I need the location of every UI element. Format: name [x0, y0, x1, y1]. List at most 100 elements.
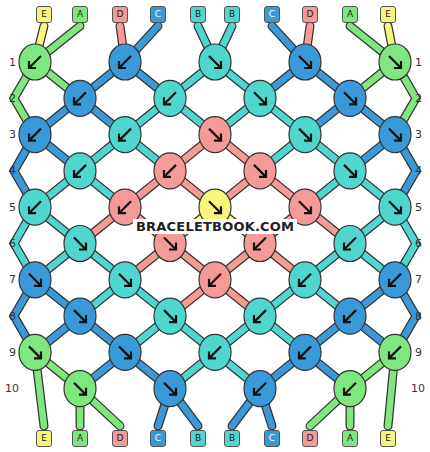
- knot-arrow: [79, 388, 86, 395]
- knot-arrow: [119, 206, 126, 213]
- knot: [289, 262, 321, 298]
- knot: [109, 44, 141, 80]
- knot-arrow: [169, 243, 176, 250]
- knot: [19, 44, 51, 80]
- string-letter: E: [36, 6, 52, 23]
- knot: [379, 117, 411, 153]
- string-letter: A: [72, 430, 88, 447]
- knot-arrow: [74, 310, 86, 322]
- knot-arrow: [119, 134, 126, 141]
- knot-arrow: [254, 243, 261, 250]
- knot-arrow: [164, 97, 171, 104]
- knot-arrow: [169, 315, 176, 322]
- knot-arrow: [344, 315, 351, 322]
- knot: [199, 334, 231, 370]
- knot-arrow: [259, 97, 266, 104]
- knot-arrow: [394, 61, 401, 68]
- knot: [244, 80, 276, 116]
- row-number: 3: [415, 129, 422, 140]
- knot: [289, 44, 321, 80]
- knot: [154, 153, 186, 189]
- knot-arrow: [344, 388, 351, 395]
- knot-arrow: [209, 346, 221, 358]
- knot-arrow: [124, 351, 131, 358]
- knot: [64, 298, 96, 334]
- knot-arrow: [29, 134, 36, 141]
- knot-arrow: [214, 134, 221, 141]
- knot: [289, 117, 321, 153]
- knot-arrow: [209, 129, 221, 141]
- knot-arrow: [124, 279, 131, 286]
- string-letter: E: [380, 430, 396, 447]
- string-letter: D: [112, 6, 128, 23]
- knot: [379, 44, 411, 80]
- string-letter: A: [342, 6, 358, 23]
- string-letter: C: [150, 6, 166, 23]
- string-letter: A: [342, 430, 358, 447]
- knot: [334, 226, 366, 262]
- knot: [334, 80, 366, 116]
- thread: [310, 389, 350, 426]
- knot-arrow: [209, 351, 216, 358]
- knot: [379, 334, 411, 370]
- row-number: 5: [9, 202, 16, 213]
- knot-arrow: [209, 274, 221, 286]
- string-letter: D: [112, 430, 128, 447]
- knot-arrow: [29, 129, 41, 141]
- knot: [244, 298, 276, 334]
- knot-arrow: [119, 274, 131, 286]
- knot: [19, 189, 51, 225]
- knot: [154, 371, 186, 407]
- row-number: 6: [415, 238, 422, 249]
- knot-arrow: [119, 61, 126, 68]
- knot: [154, 80, 186, 116]
- string-letter: B: [190, 6, 206, 23]
- knot: [154, 298, 186, 334]
- knot-arrow: [344, 310, 356, 322]
- knot-arrow: [29, 201, 41, 213]
- knot: [244, 153, 276, 189]
- knot-arrow: [79, 243, 86, 250]
- watermark: BRACELETBOOK.COM: [133, 219, 297, 234]
- row-number: 9: [415, 347, 422, 358]
- knot-arrow: [119, 201, 131, 213]
- knot-arrow: [29, 274, 41, 286]
- knot: [109, 334, 141, 370]
- knot-arrow: [299, 129, 311, 141]
- string-letter: A: [72, 6, 88, 23]
- string-letter: C: [150, 430, 166, 447]
- knot-arrow: [209, 279, 216, 286]
- knot: [19, 262, 51, 298]
- row-number: 10: [411, 383, 425, 394]
- string-letter: B: [224, 6, 240, 23]
- knot-arrow: [394, 134, 401, 141]
- thread-outline: [80, 389, 120, 426]
- knot-arrow: [169, 388, 176, 395]
- row-number: 9: [9, 347, 16, 358]
- row-number: 2: [415, 93, 422, 104]
- knot-arrow: [29, 206, 36, 213]
- string-letter: E: [380, 6, 396, 23]
- knot-arrow: [164, 165, 176, 177]
- string-letter: B: [190, 430, 206, 447]
- knot-arrow: [254, 388, 261, 395]
- knot: [64, 371, 96, 407]
- knot-arrow: [209, 201, 221, 213]
- knot-arrow: [209, 56, 221, 68]
- knot-arrow: [344, 238, 356, 250]
- knot: [109, 262, 141, 298]
- knot-arrow: [344, 383, 356, 395]
- row-number: 7: [9, 274, 16, 285]
- knot: [199, 44, 231, 80]
- knot: [244, 371, 276, 407]
- knot-arrow: [254, 315, 261, 322]
- row-number: 4: [9, 165, 16, 176]
- knot-arrow: [349, 97, 356, 104]
- row-number: 10: [5, 383, 19, 394]
- knot-arrow: [299, 201, 311, 213]
- knot-arrow: [254, 165, 266, 177]
- knot: [289, 334, 321, 370]
- knot-arrow: [164, 238, 176, 250]
- knot-arrow: [74, 97, 81, 104]
